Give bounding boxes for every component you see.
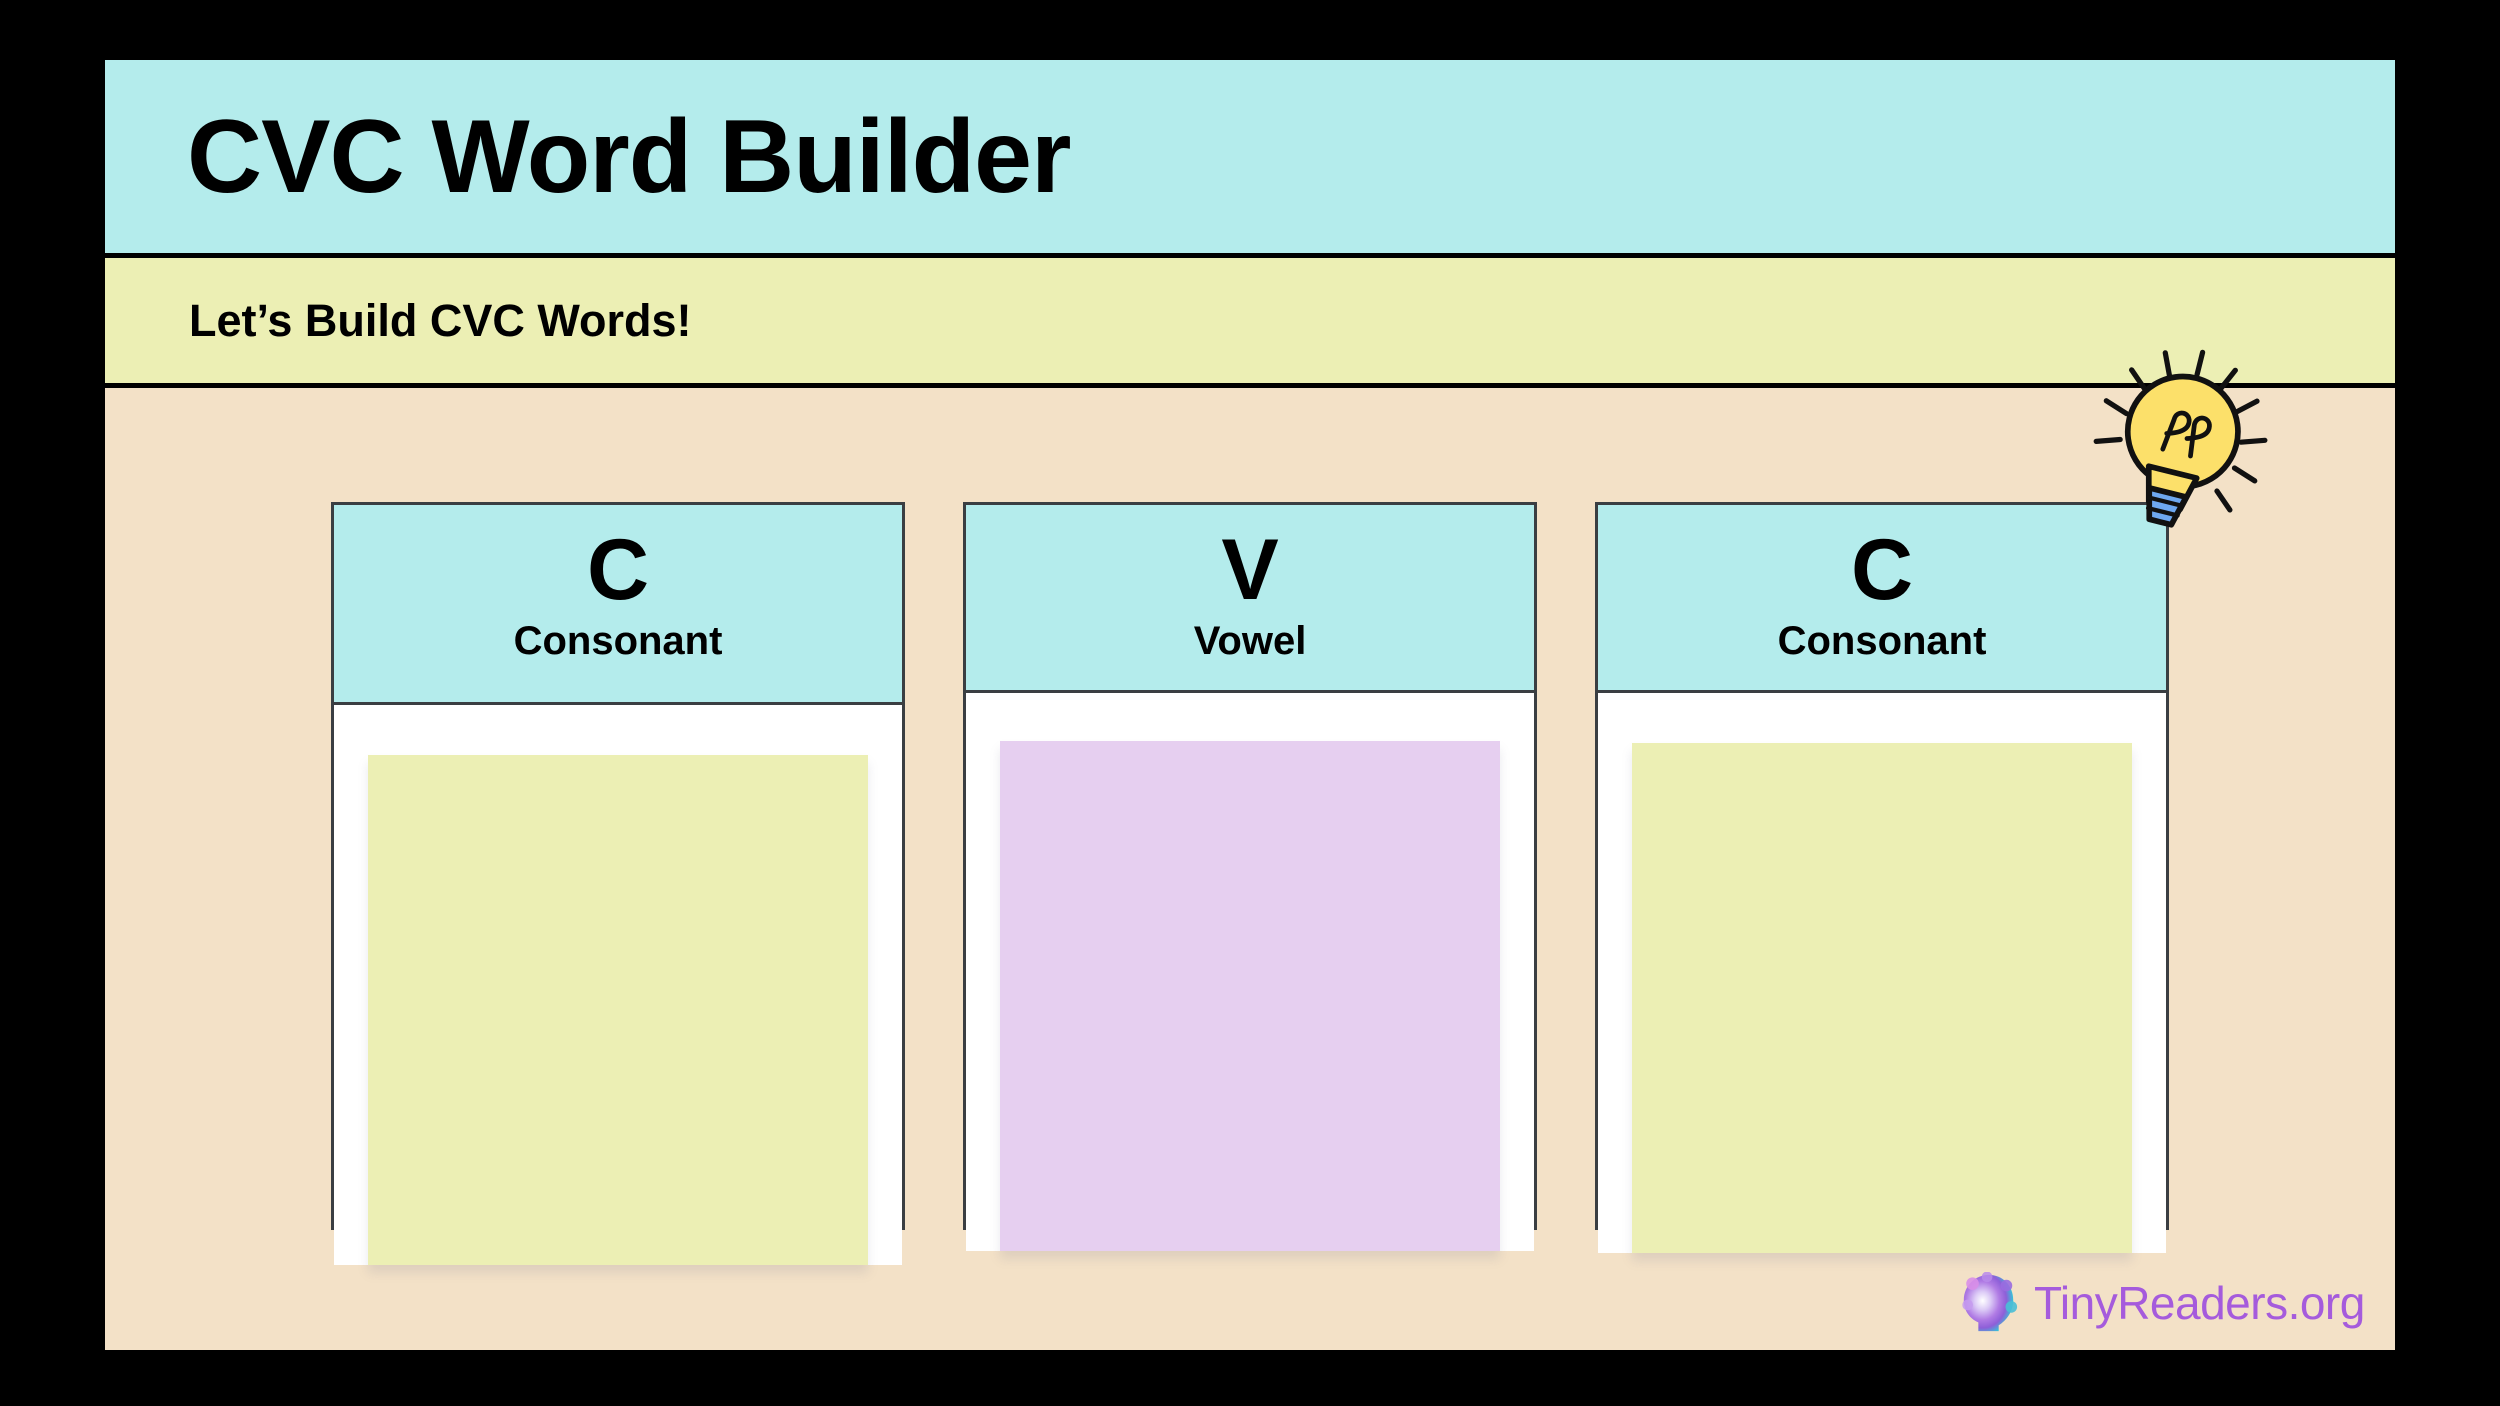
reader-head-icon (1958, 1271, 2020, 1334)
page-title: CVC Word Builder (187, 98, 1071, 215)
sticky-note-blank[interactable] (1632, 743, 2132, 1253)
cvc-card-consonant-first[interactable]: C Consonant (331, 502, 905, 1265)
page-subtitle: Let’s Build CVC Words! (189, 295, 692, 346)
subtitle-band: Let’s Build CVC Words! (105, 258, 2395, 388)
card-letter: C (1850, 522, 1914, 618)
sticky-note-blank[interactable] (368, 755, 868, 1265)
card-letter: C (586, 522, 650, 618)
title-band: CVC Word Builder (105, 60, 2395, 258)
sticky-note-blank[interactable] (1000, 741, 1500, 1251)
card-body (966, 693, 1534, 1251)
slide: CVC Word Builder Let’s Build CVC Words! … (105, 60, 2395, 1350)
card-body (1598, 693, 2166, 1253)
brand-logo[interactable]: TinyReaders.org (1958, 1271, 2365, 1334)
card-header: V Vowel (966, 505, 1534, 693)
card-letter: V (1221, 522, 1279, 618)
brand-name: TinyReaders.org (2034, 1277, 2365, 1329)
card-body (334, 705, 902, 1265)
cvc-card-consonant-last[interactable]: C Consonant (1595, 502, 2169, 1253)
worksheet-body: C Consonant V Vowel (105, 388, 2395, 1350)
card-label: Consonant (513, 618, 723, 663)
card-header: C Consonant (1598, 505, 2166, 693)
card-label: Vowel (1193, 618, 1307, 663)
cvc-card-row: C Consonant V Vowel (331, 502, 2169, 1265)
cvc-card-vowel[interactable]: V Vowel (963, 502, 1537, 1251)
card-label: Consonant (1777, 618, 1987, 663)
card-header: C Consonant (334, 505, 902, 705)
